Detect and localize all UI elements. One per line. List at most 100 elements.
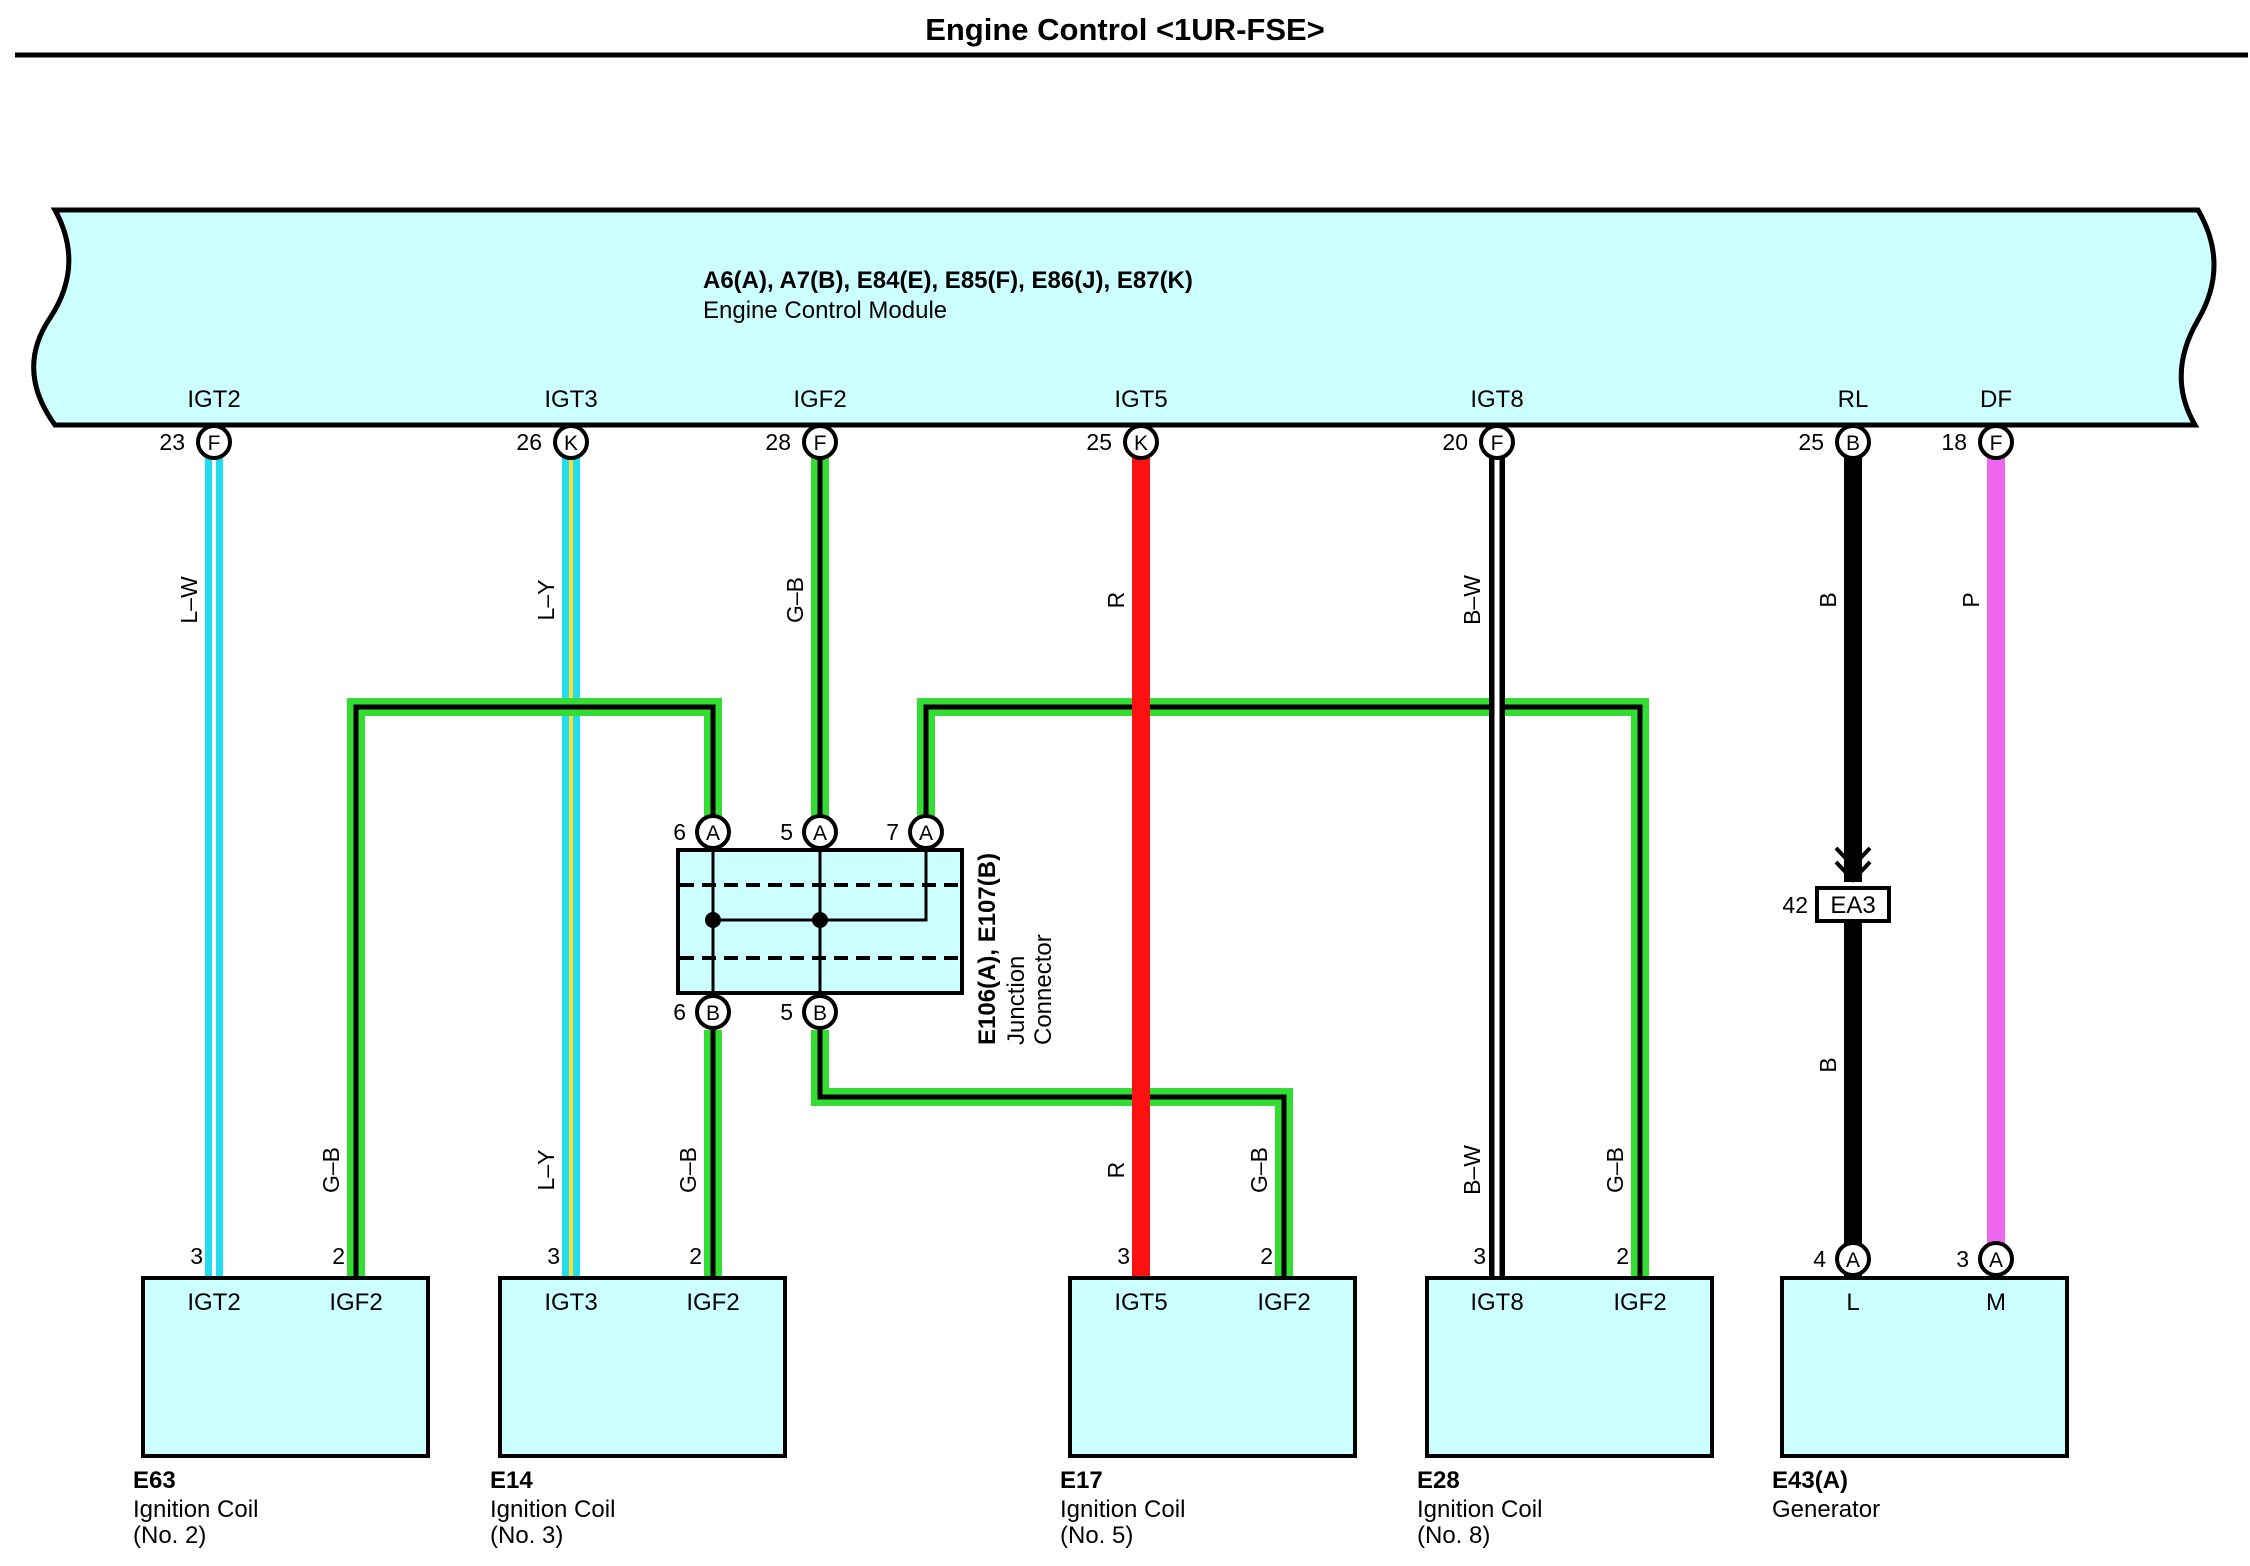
junction-conn-letter: A xyxy=(706,822,720,845)
page-title: Engine Control <1UR-FSE> xyxy=(925,12,1325,47)
ecm-signal-label: IGT5 xyxy=(1114,386,1167,413)
junction-name-2: Connector xyxy=(1030,934,1057,1045)
component-terminal-left: IGT5 xyxy=(1114,1289,1167,1316)
ecm-terminal-igt8: IGT8 20 xyxy=(1442,386,1523,455)
component-name: Ignition Coil xyxy=(490,1496,615,1523)
component-terminal-right: IGF2 xyxy=(329,1289,382,1316)
chevron-down-icon xyxy=(1834,860,1872,883)
ecm-connectors: A6(A), A7(B), E84(E), E85(F), E86(J), E8… xyxy=(703,267,1193,294)
component-pin-left: 4 xyxy=(1813,1246,1826,1272)
component-code: E43(A) xyxy=(1772,1467,1848,1494)
component-name: Ignition Coil xyxy=(133,1496,258,1523)
ecm-signal-label: IGT2 xyxy=(187,386,240,413)
component-sub: (No. 8) xyxy=(1417,1522,1490,1549)
ecm-conn-letter: K xyxy=(564,432,578,455)
ecm-terminal-igt3: IGT3 26 xyxy=(516,386,597,455)
component-conn-letter: A xyxy=(1846,1249,1860,1272)
junction-pin-number: 7 xyxy=(886,819,899,845)
component-code: E14 xyxy=(490,1467,533,1494)
wire-label-g-b-top: G–B xyxy=(782,577,808,623)
junction-connectors: E106(A), E107(B) xyxy=(974,853,1001,1045)
junction-conn-letter: A xyxy=(813,822,827,845)
chevron-down-icon xyxy=(1834,846,1872,869)
component-pin-left: 3 xyxy=(190,1243,203,1269)
wire-g-b-e63 xyxy=(347,698,722,1278)
component-name: Ignition Coil xyxy=(1417,1496,1542,1523)
component-pin-left: 3 xyxy=(547,1243,560,1269)
ecm-terminal-df: DF 18 xyxy=(1941,386,2012,455)
ecm-signal-label: IGT3 xyxy=(544,386,597,413)
junction-conn-letter: B xyxy=(706,1002,720,1025)
wire-g-b-e28 xyxy=(917,698,1649,1278)
junction-pin-number: 6 xyxy=(673,819,686,845)
component-terminal-left: IGT8 xyxy=(1470,1289,1523,1316)
junction-pin-number: 6 xyxy=(673,999,686,1025)
wire-label-b-2: B xyxy=(1815,1057,1841,1072)
component-code: E17 xyxy=(1060,1467,1103,1494)
component-name: Ignition Coil xyxy=(1060,1496,1185,1523)
component-e14: IGT3 IGF2 3 2 E14 Ignition Coil (No. 3) xyxy=(490,1243,787,1549)
component-pin-right: 2 xyxy=(332,1243,345,1269)
component-pin-left: 3 xyxy=(1117,1243,1130,1269)
ecm-conn-letter: F xyxy=(814,432,827,455)
junction-pin-number: 5 xyxy=(780,999,793,1025)
junction-name-1: Junction xyxy=(1003,956,1030,1045)
ecm-signal-label: DF xyxy=(1980,386,2012,413)
wire-label-b-w-top: B–W xyxy=(1459,575,1485,625)
ecm-pin-number: 25 xyxy=(1798,429,1824,455)
ecm-pin-number: 20 xyxy=(1442,429,1468,455)
ecm-terminal-igf2: IGF2 28 xyxy=(765,386,846,455)
ecm-pin-number: 26 xyxy=(516,429,542,455)
wire-label-r-2: R xyxy=(1103,1162,1129,1179)
component-conn-letter: A xyxy=(1989,1249,2003,1272)
wire-label-r-top: R xyxy=(1103,592,1129,609)
component-e28: IGT8 IGF2 3 2 E28 Ignition Coil (No. 8) xyxy=(1417,1243,1714,1549)
ecm-conn-letter: F xyxy=(208,432,221,455)
junction-conn-letter: A xyxy=(919,822,933,845)
wire-label-l-y-2: L–Y xyxy=(533,1150,559,1191)
ea3-connector: EA3 42 xyxy=(1782,846,1891,923)
component-sub: (No. 2) xyxy=(133,1522,206,1549)
component-e63: IGT2 IGF2 3 2 E63 Ignition Coil (No. 2) xyxy=(133,1243,430,1549)
component-terminal-right: IGF2 xyxy=(1613,1289,1666,1316)
component-pin-right: 2 xyxy=(1616,1243,1629,1269)
junction-conn-letter: B xyxy=(813,1002,827,1025)
ea3-label: EA3 xyxy=(1830,892,1875,919)
wire-label-g-b-2: G–B xyxy=(675,1147,701,1193)
ecm-conn-letter: B xyxy=(1846,432,1860,455)
ecm-conn-letter: F xyxy=(1491,432,1504,455)
wire-label-g-b-1: G–B xyxy=(318,1147,344,1193)
ecm-terminal-circles: F K F K F B F xyxy=(196,424,2014,460)
ecm-pin-number: 18 xyxy=(1941,429,1967,455)
splice-dot xyxy=(705,912,721,928)
component-terminal-left: L xyxy=(1846,1289,1859,1316)
ecm-name: Engine Control Module xyxy=(703,297,947,324)
component-terminal-right: M xyxy=(1986,1289,2006,1316)
wire-label-g-b-4: G–B xyxy=(1602,1147,1628,1193)
wire-labels: L–W L–Y G–B R B–W B P G–B L–Y G–B R G–B … xyxy=(176,575,1984,1195)
ecm-pin-number: 23 xyxy=(159,429,185,455)
component-terminal-left: IGT2 xyxy=(187,1289,240,1316)
component-e17: IGT5 IGF2 3 2 E17 Ignition Coil (No. 5) xyxy=(1060,1243,1357,1549)
ecm-signal-label: IGF2 xyxy=(793,386,846,413)
ecm-conn-letter: F xyxy=(1990,432,2003,455)
wire-label-p: P xyxy=(1958,592,1984,607)
wire-label-b-top: B xyxy=(1815,592,1841,607)
component-e43: L M A A 4 3 E43(A) Generator xyxy=(1772,1241,2069,1523)
component-name: Generator xyxy=(1772,1496,1880,1523)
component-sub: (No. 5) xyxy=(1060,1522,1133,1549)
component-terminal-left: IGT3 xyxy=(544,1289,597,1316)
component-terminal-right: IGF2 xyxy=(1257,1289,1310,1316)
component-pin-right: 2 xyxy=(689,1243,702,1269)
ecm-terminal-rl: RL 25 xyxy=(1798,386,1868,455)
component-pin-right: 2 xyxy=(1260,1243,1273,1269)
wire-g-b-e17 xyxy=(811,1030,1293,1278)
component-pin-right: 3 xyxy=(1956,1246,1969,1272)
component-sub: (No. 3) xyxy=(490,1522,563,1549)
wire-label-l-y-top: L–Y xyxy=(533,580,559,621)
ecm-signal-label: IGT8 xyxy=(1470,386,1523,413)
component-pin-left: 3 xyxy=(1473,1243,1486,1269)
wire-label-b-w-2: B–W xyxy=(1459,1145,1485,1195)
ecm-signal-label: RL xyxy=(1838,386,1869,413)
